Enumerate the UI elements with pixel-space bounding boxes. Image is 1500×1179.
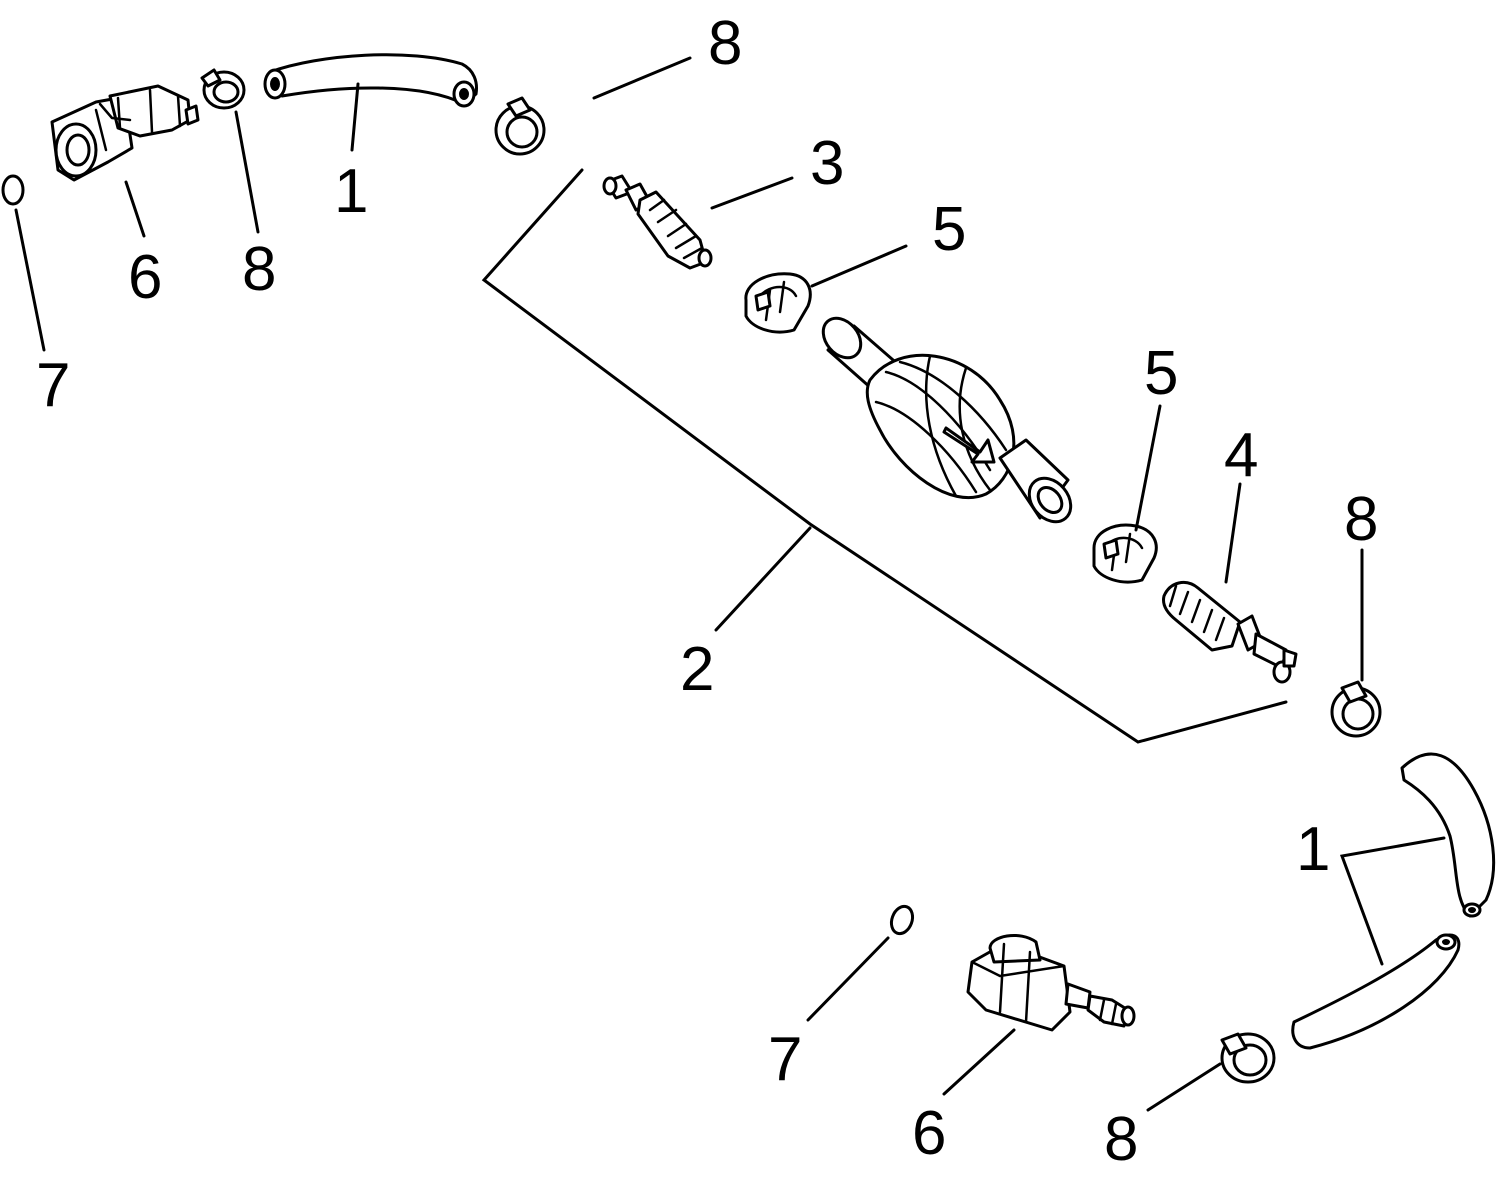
callout-7-bottom: 7: [768, 1025, 802, 1094]
hose-fitting-4: [1162, 580, 1298, 684]
callout-6-bottom: 6: [912, 1099, 946, 1168]
primer-bulb: [821, 316, 1073, 524]
hose-clamp-top-left: [200, 68, 246, 110]
hose-clamp-top-right: [494, 96, 546, 156]
primer-clip-upper: [744, 272, 812, 334]
hose-fitting-3: [602, 174, 713, 270]
callout-3: 3: [810, 129, 844, 198]
fuel-connector-top: [50, 84, 200, 182]
primer-clip-lower: [1092, 523, 1158, 584]
callout-8-bottom: 8: [1104, 1105, 1138, 1174]
callout-1-top: 1: [334, 157, 368, 226]
o-ring-bottom: [889, 904, 915, 936]
callout-8-top-left: 8: [242, 235, 276, 304]
callout-4: 4: [1224, 421, 1258, 490]
fuel-hose-bottom: [1291, 752, 1496, 1050]
hose-clamp-right: [1330, 680, 1382, 738]
callout-2: 2: [680, 635, 714, 704]
o-ring-top: [1, 174, 25, 206]
callout-6-top: 6: [128, 243, 162, 312]
hose-clamp-bottom: [1220, 1032, 1276, 1084]
callout-7-top: 7: [36, 351, 70, 420]
callout-1-bottom: 1: [1296, 815, 1330, 884]
fuel-hose-top: [263, 53, 478, 108]
callout-5-upper: 5: [932, 195, 966, 264]
leader-lines: [14, 56, 1446, 1112]
fuel-connector-bottom: [966, 933, 1136, 1032]
callout-8-right: 8: [1344, 485, 1378, 554]
callout-8-top-right: 8: [708, 9, 742, 78]
callout-5-lower: 5: [1144, 339, 1178, 408]
